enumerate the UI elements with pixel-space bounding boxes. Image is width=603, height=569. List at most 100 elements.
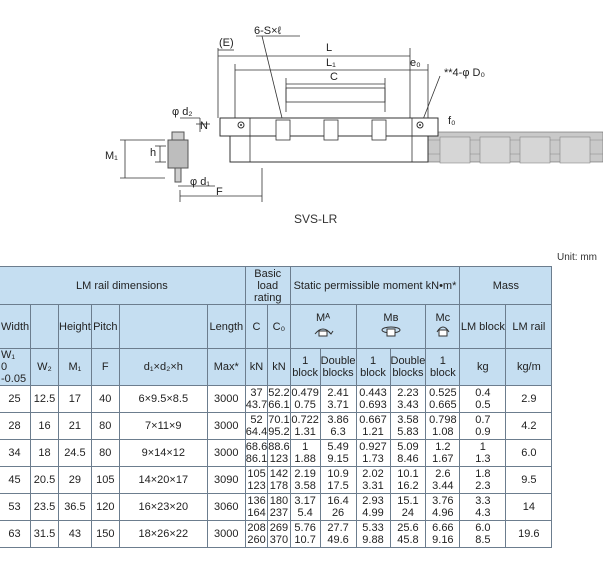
- c-cell-long: 123: [247, 480, 266, 492]
- lm-rail-mass-cell: 6.0: [505, 439, 553, 467]
- kg-header: kg: [459, 348, 507, 386]
- ma-double-cell-long: 9.15: [327, 453, 349, 465]
- lm-block-mass-cell-standard: 0.7: [475, 414, 491, 426]
- dim-e-label: (E): [219, 37, 234, 49]
- mb-1-block-cell-long: 9.88: [362, 534, 384, 546]
- m1-cell: 24.5: [58, 439, 92, 467]
- lm-block-mass-cell-standard: 3.3: [475, 495, 491, 507]
- mb-double-cell-long: 5.83: [397, 426, 419, 438]
- mb-1-block-cell-standard: 2.02: [362, 468, 384, 480]
- mc-cell-long: 9.16: [432, 534, 454, 546]
- ma-1-block-cell-long: 3.58: [294, 480, 316, 492]
- dim-f-label: F: [216, 186, 223, 198]
- c-unit-header: kN: [244, 348, 269, 386]
- mb-double-cell-standard: 2.23: [397, 387, 419, 399]
- dim-l-label: L: [326, 42, 333, 54]
- w1-name: W₁: [1, 349, 16, 362]
- mb-1-block-cell-standard: 5.33: [362, 522, 384, 534]
- c-cell-long: 86.1: [245, 453, 268, 465]
- m1-cell: 29: [58, 466, 92, 494]
- mc-cell-long: 4.96: [432, 507, 454, 519]
- mc-cell-standard: 1.2: [435, 441, 451, 453]
- length-cell: 3000: [206, 385, 246, 413]
- mb-1-block-cell-standard: 0.667: [359, 414, 387, 426]
- ma-double-cell-long: 6.3: [330, 426, 346, 438]
- lm-rail-header: LM rail: [505, 304, 553, 349]
- w1-cell: 25: [0, 385, 31, 413]
- mc-cell-long: 1.67: [432, 453, 454, 465]
- c0-cell-long: 370: [269, 534, 289, 546]
- f-cell: 80: [90, 439, 120, 467]
- c-cell-long: 43.7: [245, 399, 268, 411]
- ma-double-cell-standard: 3.86: [327, 414, 349, 426]
- c0-cell-long: 66.1: [268, 399, 290, 411]
- width-header: Width: [0, 304, 31, 349]
- c0-header: C₀: [267, 304, 291, 349]
- ma-moment-icon: [314, 328, 334, 337]
- w2-cell: 12.5: [30, 385, 59, 413]
- ma-double-header: Double blocks: [319, 348, 357, 386]
- header-row-1: LM rail dimensions Basic load rating Sta…: [0, 266, 553, 305]
- static-moment-header: Static permissible moment kN•m*: [289, 266, 461, 305]
- mc-1-block-header: 1 block: [425, 348, 461, 386]
- ma-1-block-cell-standard: 2.19: [294, 468, 316, 480]
- unit-label: Unit: mm: [557, 252, 597, 263]
- c-cell-long: 64.4: [245, 426, 268, 438]
- mb-double-cell-long: 3.43: [397, 399, 419, 411]
- ma-1-block-cell-long: 0.75: [294, 399, 316, 411]
- dim-d2-label: φ d₂: [172, 106, 193, 118]
- mb-double-cell-standard: 25.6: [397, 522, 419, 534]
- m1-cell: 17: [58, 385, 92, 413]
- dim-l1-label: L₁: [326, 57, 336, 69]
- mc-cell-long: 3.44: [432, 480, 454, 492]
- ma-1-block-cell-standard: 0.479: [291, 387, 319, 399]
- mb-double-cell-long: 16.2: [397, 480, 419, 492]
- dim-e0-label: e₀: [410, 57, 421, 69]
- w2-cell: 18: [30, 439, 59, 467]
- dim-d0-label: **4-φ D₀: [444, 67, 486, 79]
- hole-dims-cell: 7×11×9: [118, 412, 208, 440]
- w1-cell: 63: [0, 520, 31, 548]
- m1-cell: 36.5: [58, 493, 92, 521]
- mb-double-cell-standard: 15.1: [397, 495, 419, 507]
- hole-dims-cell: 9×14×12: [118, 439, 208, 467]
- pitch-header: Pitch: [90, 304, 120, 349]
- lm-block-mass-cell-long: 8.5: [475, 534, 491, 546]
- mb-1-block-cell-long: 4.99: [362, 507, 384, 519]
- w2-cell: 16: [30, 412, 59, 440]
- mb-double-cell-long: 24: [401, 507, 415, 519]
- c0-cell-long: 237: [269, 507, 289, 519]
- c-cell-standard: 52: [250, 414, 263, 426]
- ma-1-block-cell-standard: 0.722: [291, 414, 319, 426]
- w1-header: W₁ 0 -0.05: [0, 348, 31, 386]
- w2-cell: 31.5: [30, 520, 59, 548]
- kgm-header: kg/m: [505, 348, 553, 386]
- mb-1-block-cell-long: 1.21: [362, 426, 384, 438]
- ma-1-block-cell-long: 1.88: [294, 453, 316, 465]
- w2-cell: 20.5: [30, 466, 59, 494]
- ma-1-block-cell-standard: 5.76: [294, 522, 316, 534]
- ma-double-cell-long: 26: [331, 507, 345, 519]
- mb-moment-icon: [381, 326, 401, 337]
- rail-block-drawing: [120, 35, 603, 202]
- lm-block-mass-cell-long: 0.5: [475, 399, 491, 411]
- lm-block-mass-cell-long: 1.3: [475, 453, 491, 465]
- f-cell: 80: [90, 412, 120, 440]
